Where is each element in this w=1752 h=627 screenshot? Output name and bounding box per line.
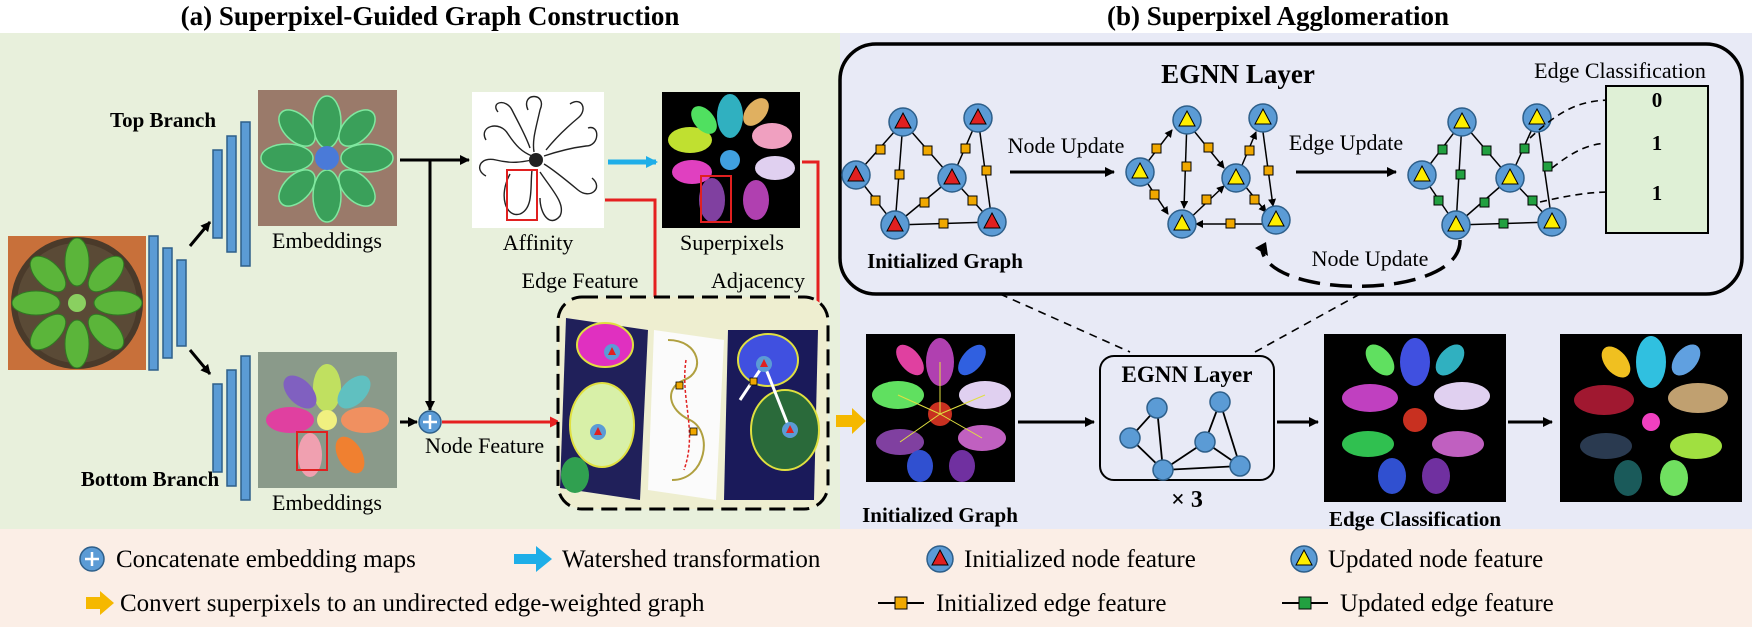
zoom-line-right [1254,293,1361,353]
edge-class-value-2: 1 [1652,181,1663,205]
watershed-legend-icon [514,546,552,572]
initialized-graph-image [866,334,1015,482]
convert-arrow [836,408,866,434]
arrow-to-top-branch [188,221,212,247]
bottom-embeddings-image [258,352,397,488]
zoom-line-left [999,293,1131,353]
legend-concat: Concatenate embedding maps [79,546,416,573]
edge-classification-image [1324,334,1506,502]
initialized-graph-label: Initialized Graph [862,503,1018,527]
init-node-legend-icon [926,545,954,573]
encoder-bars [148,235,187,371]
superpixels-image [662,92,800,228]
updated-node-legend-icon [1290,545,1318,573]
affinity-label: Affinity [503,230,573,255]
legend-updated-node: Updated node feature [1290,545,1543,573]
adjacency-label: Adjacency [711,268,805,293]
updated-edge-legend-icon [1282,596,1328,610]
egnn-small-title: EGNN Layer [1122,362,1253,387]
superpixels-label: Superpixels [680,230,784,255]
arrow-to-bottom-branch [188,349,212,375]
node-feature-panel [560,318,648,500]
convert-legend-icon [86,591,114,615]
top-embeddings-label: Embeddings [272,228,382,253]
top-branch-decoder [212,121,251,267]
legend-background [0,529,1752,627]
top-branch-label: Top Branch [110,108,216,132]
legend-updated-edge: Updated edge feature [1282,590,1554,617]
edge-updated-graph [1407,103,1567,240]
legend-watershed-text: Watershed transformation [562,546,821,573]
edge-feature-panel [648,330,724,500]
affinity-to-edge-feature-arrow [605,198,661,324]
input-plant-image [8,236,146,370]
edge-class-value-0: 0 [1652,88,1663,112]
final-segmentation-image [1560,334,1742,502]
initialized-graph-small [841,103,1007,240]
legend-init-edge-text: Initialized edge feature [936,590,1166,617]
legend-init-edge: Initialized edge feature [878,590,1166,617]
bottom-embeddings-label: Embeddings [272,490,382,515]
egnn-small-graph [1119,391,1251,481]
node-update-label-1: Node Update [1008,133,1125,158]
bottom-branch-label: Bottom Branch [81,467,220,491]
edge-feature-label: Edge Feature [522,268,639,293]
node-update-loop-arrowhead [1255,242,1268,256]
legend-watershed: Watershed transformation [514,546,821,573]
bottom-branch-decoder [212,355,251,501]
node-update-label-2: Node Update [1312,246,1429,271]
legend-init-node-text: Initialized node feature [964,546,1196,573]
repeat-label: × 3 [1171,487,1203,513]
node-update-loop-arrow [1260,239,1462,288]
edge-classification-inner-label: Edge Classification [1534,58,1706,83]
edge-class-value-1: 1 [1652,131,1663,155]
concat-plus-icon [418,410,442,434]
egnn-small-box [1099,355,1275,481]
legend-convert-text: Convert superpixels to an undirected edg… [120,590,705,617]
legend-concat-text: Concatenate embedding maps [116,546,416,573]
initialized-graph-inner-label: Initialized Graph [867,249,1023,273]
edge-classification-box [1605,85,1709,234]
top-embeddings-image [258,90,397,226]
edge-classification-label: Edge Classification [1329,507,1501,531]
legend-updated-node-text: Updated node feature [1328,546,1543,573]
node-updated-graph [1125,103,1291,239]
legend-updated-edge-text: Updated edge feature [1340,590,1554,617]
legend-convert: Convert superpixels to an undirected edg… [86,590,705,617]
legend-init-node: Initialized node feature [926,545,1196,573]
panel-a-title: (a) Superpixel-Guided Graph Construction [181,1,680,31]
node-feature-label: Node Feature [425,433,544,458]
egnn-layer-box [838,42,1744,296]
concat-legend-icon [79,546,105,572]
affinity-image [472,92,604,228]
egnn-box-title: EGNN Layer [1161,59,1315,89]
init-edge-legend-icon [878,596,924,610]
adjacency-panel [724,330,820,500]
panel-b-title: (b) Superpixel Agglomeration [1107,1,1449,31]
edge-update-label: Edge Update [1289,130,1403,155]
